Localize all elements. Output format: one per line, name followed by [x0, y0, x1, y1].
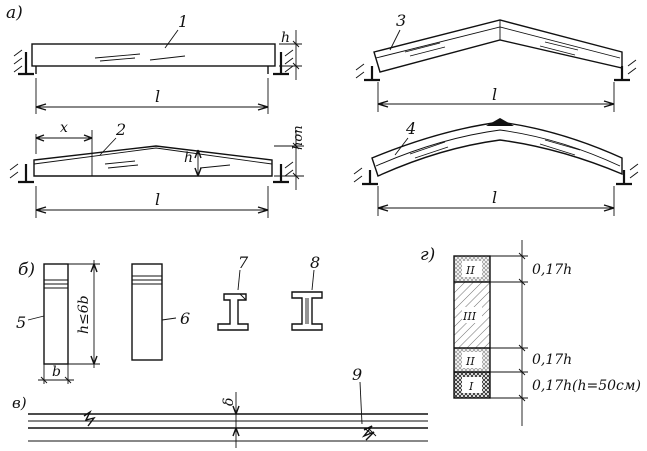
- section-5-number: 5: [16, 313, 26, 332]
- section-7-number: 7: [238, 253, 249, 272]
- zoned-section: II III II I 0,17h 0,17h 0,17h (h=50см): [453, 240, 641, 426]
- panel-label-v: в): [12, 394, 27, 412]
- section-5-width-label: b: [52, 364, 61, 380]
- beam-2-number: 2: [115, 120, 126, 139]
- zone-label-top: II: [465, 264, 475, 277]
- slab-thickness-label: δ: [221, 398, 237, 406]
- section-7: 7: [217, 253, 249, 331]
- section-5: 5 b h≤6b: [16, 260, 100, 384]
- beam-2-h-label: h: [184, 150, 193, 166]
- zone-label-core: III: [462, 310, 477, 323]
- beam-1-number: 1: [178, 12, 188, 31]
- beam-2-hop-label: hоп: [291, 125, 306, 150]
- beam-4: 4 l: [353, 118, 639, 216]
- zone-dim-bottom: 0,17h: [532, 378, 572, 394]
- slab-9-number: 9: [352, 365, 362, 384]
- panel-label-a: а): [6, 3, 23, 23]
- beam-1-height-label: h: [281, 30, 290, 46]
- beam-2-span-label: l: [155, 190, 160, 209]
- panel-label-b: б): [18, 260, 35, 280]
- section-8: 8: [291, 253, 323, 331]
- zone-dim-mid: 0,17h: [532, 352, 572, 368]
- zone-label-mid: II: [465, 355, 475, 368]
- section-6: 6: [131, 263, 190, 361]
- beam-1-span-label: l: [155, 87, 160, 106]
- section-6-number: 6: [180, 309, 190, 328]
- zone-height-note: (h=50см): [572, 378, 641, 394]
- beam-4-span-label: l: [492, 188, 497, 207]
- beam-3-number: 3: [396, 11, 406, 30]
- zone-label-bottom: I: [468, 380, 474, 393]
- slab-9: δ 9: [28, 365, 428, 448]
- panel-label-g: г): [420, 245, 435, 265]
- zone-dim-top: 0,17h: [532, 262, 572, 278]
- beam-2-x-label: x: [60, 120, 68, 136]
- beam-2: x 2 h hоп l: [9, 120, 306, 218]
- beam-1: 1 h l: [13, 12, 302, 114]
- beam-4-number: 4: [405, 119, 416, 138]
- beam-3-span-label: l: [492, 85, 497, 104]
- beam-3: 3 l: [355, 11, 637, 112]
- section-8-number: 8: [310, 253, 320, 272]
- section-5-height-rule: h≤6b: [76, 295, 92, 334]
